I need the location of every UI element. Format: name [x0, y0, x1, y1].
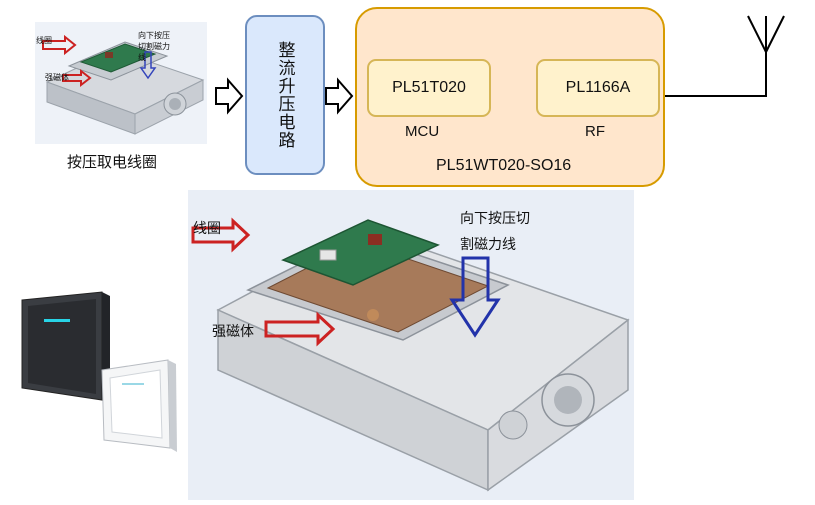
- press-label-small: 向下按压切割磁力线: [138, 31, 170, 62]
- soc-name: PL51WT020-SO16: [436, 157, 572, 174]
- magnet-screw: [367, 309, 379, 321]
- coil-module-illustration-small: [42, 34, 205, 135]
- antenna-icon: [747, 15, 785, 53]
- coil-label-large: 线圈: [193, 220, 221, 236]
- coil-callout-arrow: [191, 217, 251, 253]
- coil-module-photo-small: 线圈 强磁体 向下按压切割磁力线: [35, 22, 207, 144]
- rf-label: RF: [585, 123, 605, 140]
- press-down-arrow: [449, 256, 501, 338]
- pcb-board: [281, 219, 440, 286]
- pcb-component: [368, 234, 382, 245]
- mcu-chip-name: PL51T020: [392, 79, 466, 96]
- rf-chip-name: PL1166A: [565, 79, 631, 96]
- indicator-light: [44, 319, 70, 322]
- coil-caption: 按压取电线圈: [67, 154, 158, 171]
- wall-switch-photo: [21, 291, 177, 452]
- flow-arrow-1: [215, 77, 244, 115]
- magnet-label-large: 强磁体: [212, 323, 254, 339]
- magnet-callout-arrow: [264, 311, 336, 347]
- coil-module-illustration-large: [191, 217, 630, 492]
- rectifier-label: 整流升压电路: [275, 41, 295, 149]
- flow-arrow-2: [325, 77, 354, 115]
- coil-label-small: 线圈: [36, 36, 52, 45]
- soc-container: PL51T020 PL1166A MCU RF PL51WT020-SO16: [355, 7, 665, 187]
- mcu-chip-box: PL51T020: [367, 59, 491, 117]
- coil-module-photo-large: 线圈 向下按压切 割磁力线 强磁体: [188, 190, 634, 500]
- press-label-line2: 割磁力线: [460, 236, 516, 252]
- rf-chip-box: PL1166A: [536, 59, 660, 117]
- antenna-feed-line: [665, 52, 767, 97]
- rectifier-boost-box: 整流升压电路: [245, 15, 325, 175]
- pcb-connector: [319, 249, 337, 261]
- press-label-line1: 向下按压切: [460, 210, 530, 226]
- mcu-label: MCU: [405, 123, 440, 140]
- magnet-label-small: 强磁体: [45, 73, 69, 82]
